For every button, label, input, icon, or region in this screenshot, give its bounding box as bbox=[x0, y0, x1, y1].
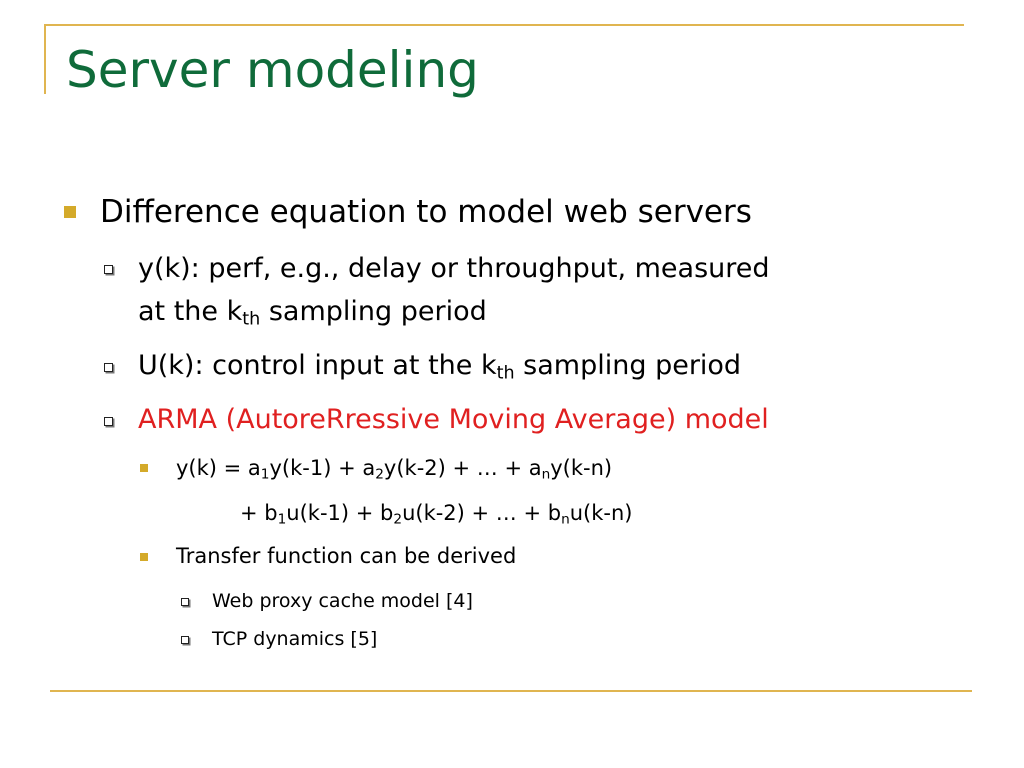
eq2-subscript: 2 bbox=[393, 511, 403, 528]
eq2-subscript: 1 bbox=[277, 511, 287, 528]
hollow-square-bullet-icon bbox=[104, 265, 113, 274]
slide-title: Server modeling bbox=[66, 41, 479, 99]
eq2-subscript: n bbox=[561, 511, 570, 528]
sub-bullet-yk-subscript: th bbox=[242, 309, 261, 330]
bullet-difference-equation: Difference equation to model web servers bbox=[100, 194, 752, 230]
sub-bullet-yk-line2-pre: at the k bbox=[138, 296, 243, 327]
sub-bullet-arma: ARMA (AutoreRressive Moving Average) mod… bbox=[138, 404, 769, 435]
frame-left-rule bbox=[44, 24, 46, 94]
bullet-transfer-function: Transfer function can be derived bbox=[176, 544, 517, 568]
sub-bullet-uk: U(k): control input at the kth sampling … bbox=[138, 348, 741, 384]
sub-bullet-yk-line2: at the kth sampling period bbox=[138, 294, 487, 330]
square-bullet-icon bbox=[64, 206, 76, 218]
eq2-part: u(k-2) + … + b bbox=[402, 501, 562, 525]
eq2-part: u(k-n) bbox=[569, 501, 633, 525]
sub-bullet-yk-line2-post: sampling period bbox=[260, 296, 487, 327]
eq2-part: u(k-1) + b bbox=[286, 501, 394, 525]
eq1-subscript: n bbox=[541, 466, 551, 483]
hollow-square-bullet-icon bbox=[181, 598, 189, 606]
equation-line-2: + b1u(k-1) + b2u(k-2) + … + bnu(k-n) bbox=[240, 499, 633, 527]
sub-bullet-uk-pre: U(k): control input at the k bbox=[138, 350, 497, 381]
list-item-tcp-dynamics: TCP dynamics [5] bbox=[212, 628, 378, 650]
sub-bullet-yk-line1: y(k): perf, e.g., delay or throughput, m… bbox=[138, 253, 770, 284]
eq2-part: + b bbox=[240, 501, 278, 525]
list-item-web-proxy: Web proxy cache model [4] bbox=[212, 590, 473, 612]
hollow-square-bullet-icon bbox=[104, 417, 113, 426]
hollow-square-bullet-icon bbox=[104, 363, 113, 372]
square-bullet-icon bbox=[140, 464, 148, 472]
sub-bullet-uk-subscript: th bbox=[496, 363, 515, 384]
hollow-square-bullet-icon bbox=[181, 636, 189, 644]
frame-top-rule bbox=[44, 24, 964, 26]
eq1-part: y(k) = a bbox=[176, 456, 261, 480]
eq1-part: y(k-2) + … + a bbox=[383, 456, 542, 480]
eq1-part: y(k-1) + a bbox=[269, 456, 376, 480]
bottom-rule bbox=[50, 690, 972, 692]
eq1-part: y(k-n) bbox=[550, 456, 613, 480]
equation-line-1: y(k) = a1y(k-1) + a2y(k-2) + … + any(k-n… bbox=[176, 454, 612, 482]
sub-bullet-uk-post: sampling period bbox=[514, 350, 742, 381]
square-bullet-icon bbox=[140, 553, 148, 561]
eq1-subscript: 2 bbox=[375, 466, 384, 483]
eq1-subscript: 1 bbox=[260, 466, 270, 483]
